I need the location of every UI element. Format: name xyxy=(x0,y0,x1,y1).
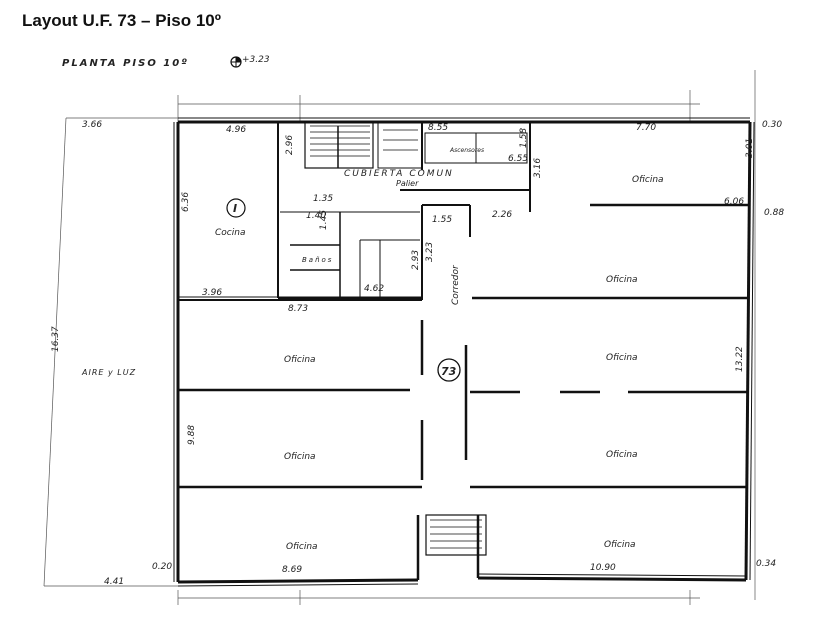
dimension-label: 1.58 xyxy=(519,128,529,148)
unit-number: 73 xyxy=(441,365,457,378)
air-light-label: AIRE y LUZ xyxy=(81,368,136,377)
dimension-label: 1.55 xyxy=(432,215,452,225)
elevator-icon xyxy=(424,132,528,164)
elevators-label: Ascensores xyxy=(449,147,484,154)
dimension-label: 3.01 xyxy=(745,138,755,158)
dimension-label: 0.88 xyxy=(764,208,784,218)
dimension-label: 4.96 xyxy=(226,125,246,135)
dimension-label: 7.70 xyxy=(636,123,656,133)
dimension-label: 10.90 xyxy=(590,563,616,573)
dimension-label: 3.66 xyxy=(82,120,102,130)
common-roof-label: CUBIERTA COMUN xyxy=(344,169,454,179)
dimension-label: 3.96 xyxy=(202,288,222,298)
dimension-label: 4.62 xyxy=(364,284,384,294)
dimension-label: 3.23 xyxy=(425,242,435,262)
dimension-lines xyxy=(43,70,756,605)
interior-walls xyxy=(178,122,531,301)
dimension-label: 2.93 xyxy=(411,250,421,270)
office-label: Oficina xyxy=(632,175,664,185)
dimension-label: 8.69 xyxy=(282,565,302,575)
office-label: Oficina xyxy=(604,540,636,550)
dimension-label: 8.55 xyxy=(428,123,448,133)
dimension-label: 8.73 xyxy=(288,304,308,314)
unit-marker-icon xyxy=(437,358,461,382)
office-label: Oficina xyxy=(606,353,638,363)
corridor-label: Corredor xyxy=(451,264,461,305)
page-title: Layout U.F. 73 – Piso 10º xyxy=(22,11,221,30)
kitchen-marker-icon xyxy=(226,198,246,218)
exterior-walls xyxy=(173,117,755,587)
dimension-label: 0.30 xyxy=(762,120,782,130)
dimension-label: 9.88 xyxy=(187,425,197,445)
dimension-label: 1.40 xyxy=(306,211,326,221)
dimension-label: 0.34 xyxy=(756,559,776,569)
office-label: Oficina xyxy=(606,275,638,285)
partition-lines xyxy=(178,203,748,580)
dimension-label: 13.22 xyxy=(735,346,745,372)
office-label: Oficina xyxy=(284,452,316,462)
level-value: +3.23 xyxy=(242,55,270,65)
dimension-label: 6.06 xyxy=(724,197,744,207)
dimension-label: 1.35 xyxy=(313,194,333,204)
dimension-label: 16.37 xyxy=(51,326,61,352)
office-label: Oficina xyxy=(286,542,318,552)
dimension-label: 4.41 xyxy=(104,577,124,587)
kitchen-marker: I xyxy=(233,202,237,215)
office-label: Oficina xyxy=(606,450,638,460)
dimension-label: 6.36 xyxy=(181,192,191,212)
kitchen-label: Cocina xyxy=(215,228,245,238)
dimension-label: 3.16 xyxy=(533,158,543,178)
landing-label: Palier xyxy=(396,179,419,188)
bathrooms-label: Baños xyxy=(302,256,333,264)
dimension-label: 0.20 xyxy=(152,562,172,572)
stair-core-icon xyxy=(304,121,487,556)
dimension-label: 2.96 xyxy=(285,135,295,155)
level-marker-icon xyxy=(230,56,242,68)
office-label: Oficina xyxy=(284,355,316,365)
dimension-label: 6.55 xyxy=(508,154,528,164)
dimension-label: 1.45 xyxy=(319,210,329,230)
dimension-label: 2.26 xyxy=(492,210,512,220)
plan-heading: PLANTA PISO 10º xyxy=(62,58,189,69)
